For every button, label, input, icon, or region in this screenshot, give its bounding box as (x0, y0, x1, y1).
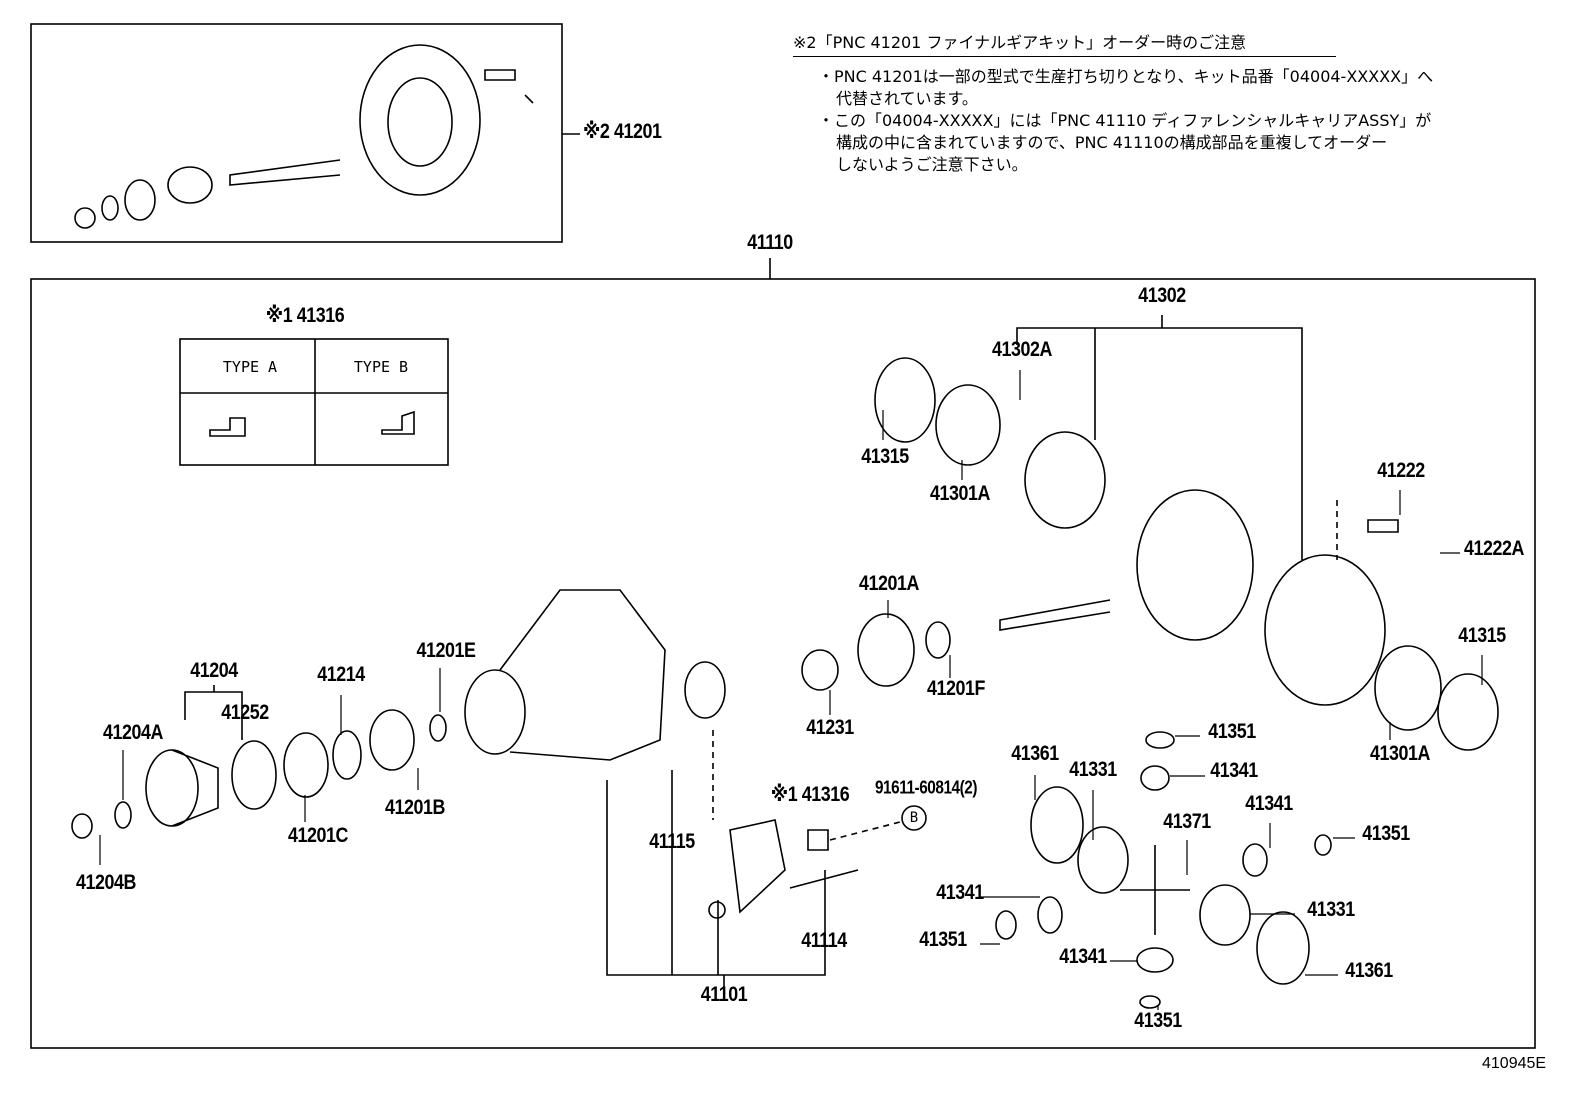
part-label[interactable]: 41351 (1362, 822, 1410, 846)
note-title: ※2「PNC 41201 ファイナルギアキット」オーダー時のご注意 (793, 32, 1336, 57)
part-label[interactable]: 41110 (747, 231, 793, 255)
part-label[interactable]: 41201E (416, 639, 476, 663)
note-line: 構成の中に含まれていますので、PNC 41110の構成部品を重複してオーダー (836, 133, 1388, 152)
part-label[interactable]: 41315 (1458, 624, 1506, 648)
carrier-housing-drawing (464, 589, 726, 761)
part-label[interactable]: 41231 (806, 716, 854, 740)
type-b-header: TYPE B (353, 358, 409, 376)
part-label[interactable]: 41315 (861, 445, 909, 469)
part-label[interactable]: 91611-60814(2) (874, 777, 978, 798)
part-label[interactable]: 41201C (288, 824, 348, 848)
part-label[interactable]: 41302A (992, 338, 1052, 362)
differential-drawing (708, 357, 1499, 1009)
part-label[interactable]: 41351 (919, 928, 967, 952)
part-label[interactable]: 41201F (927, 677, 985, 701)
part-label[interactable]: 41204 (190, 659, 238, 683)
note-line: ・この「04004-XXXXX」には「PNC 41110 ディファレンシャルキャ… (818, 111, 1432, 130)
part-label[interactable]: ※2 41201 (583, 120, 662, 144)
part-label[interactable]: 41341 (1245, 792, 1293, 816)
part-label[interactable]: 41204B (76, 871, 136, 895)
part-label[interactable]: 41204A (103, 721, 163, 745)
note-line: ・PNC 41201は一部の型式で生産打ち切りとなり、キット品番「04004-X… (818, 67, 1434, 86)
part-label[interactable]: 41201A (859, 572, 919, 596)
part-label[interactable]: 41361 (1345, 959, 1393, 983)
part-label[interactable]: 41371 (1163, 810, 1211, 834)
part-label[interactable]: 41331 (1069, 758, 1117, 782)
carrier-assy-frame (30, 278, 1536, 1049)
type-a-header: TYPE A (222, 358, 278, 376)
part-label[interactable]: 41351 (1208, 720, 1256, 744)
part-label[interactable]: 41114 (801, 929, 847, 953)
part-label[interactable]: 41214 (317, 663, 365, 687)
flange-and-bearings-drawing (71, 709, 447, 839)
part-label[interactable]: 41361 (1011, 742, 1059, 766)
final-gear-kit-frame (30, 23, 563, 243)
reference-marker-label: B (909, 810, 919, 826)
part-label[interactable]: 41222 (1377, 459, 1425, 483)
part-label[interactable]: 41331 (1307, 898, 1355, 922)
part-label[interactable]: 41222A (1464, 537, 1524, 561)
part-label[interactable]: 41341 (1059, 945, 1107, 969)
part-label[interactable]: 41351 (1134, 1009, 1182, 1033)
part-label[interactable]: 41301A (930, 482, 990, 506)
type-table (179, 338, 449, 466)
part-label[interactable]: 41302 (1138, 284, 1186, 308)
part-label[interactable]: 41301A (1370, 742, 1430, 766)
type-table-title[interactable]: ※1 41316 (265, 304, 345, 328)
note-line: 代替されています。 (836, 89, 978, 108)
figure-code: 410945E (1482, 1055, 1547, 1072)
part-label[interactable]: 41341 (1210, 759, 1258, 783)
leader-lines (99, 370, 1483, 1010)
note-line: しないようご注意下さい。 (836, 155, 1028, 174)
reference-marker-circle (901, 805, 927, 831)
part-label[interactable]: 41115 (649, 830, 695, 854)
part-label[interactable]: 41341 (936, 881, 984, 905)
part-label[interactable]: 41252 (221, 701, 269, 725)
part-label[interactable]: ※1 41316 (770, 783, 850, 807)
part-label[interactable]: 41101 (700, 983, 748, 1007)
part-label[interactable]: 41201B (385, 796, 445, 820)
ring-gear-kit-drawing (74, 44, 534, 229)
note-body: ・PNC 41201は一部の型式で生産打ち切りとなり、キット品番「04004-X… (818, 66, 1433, 176)
